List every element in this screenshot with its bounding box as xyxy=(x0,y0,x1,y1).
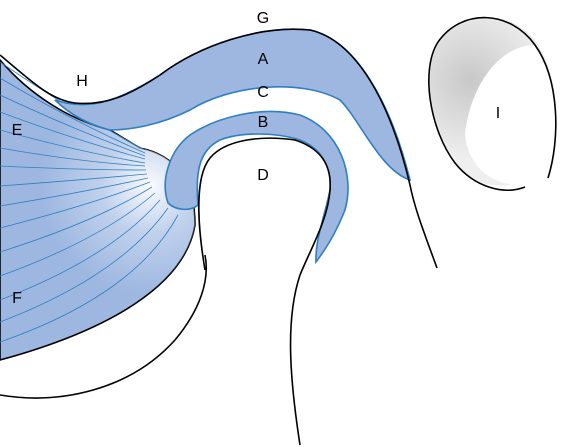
label-i: I xyxy=(496,105,500,122)
central-knob-d-outline xyxy=(199,138,330,445)
inner-band-b xyxy=(165,112,348,262)
oval-structure-i xyxy=(429,17,556,190)
label-e: E xyxy=(12,122,23,139)
label-h: H xyxy=(76,73,88,90)
label-b: B xyxy=(258,114,269,131)
label-a: A xyxy=(258,51,269,68)
label-f: F xyxy=(12,290,22,307)
label-g: G xyxy=(257,10,269,27)
label-c: C xyxy=(257,84,269,101)
label-d: D xyxy=(257,167,269,184)
